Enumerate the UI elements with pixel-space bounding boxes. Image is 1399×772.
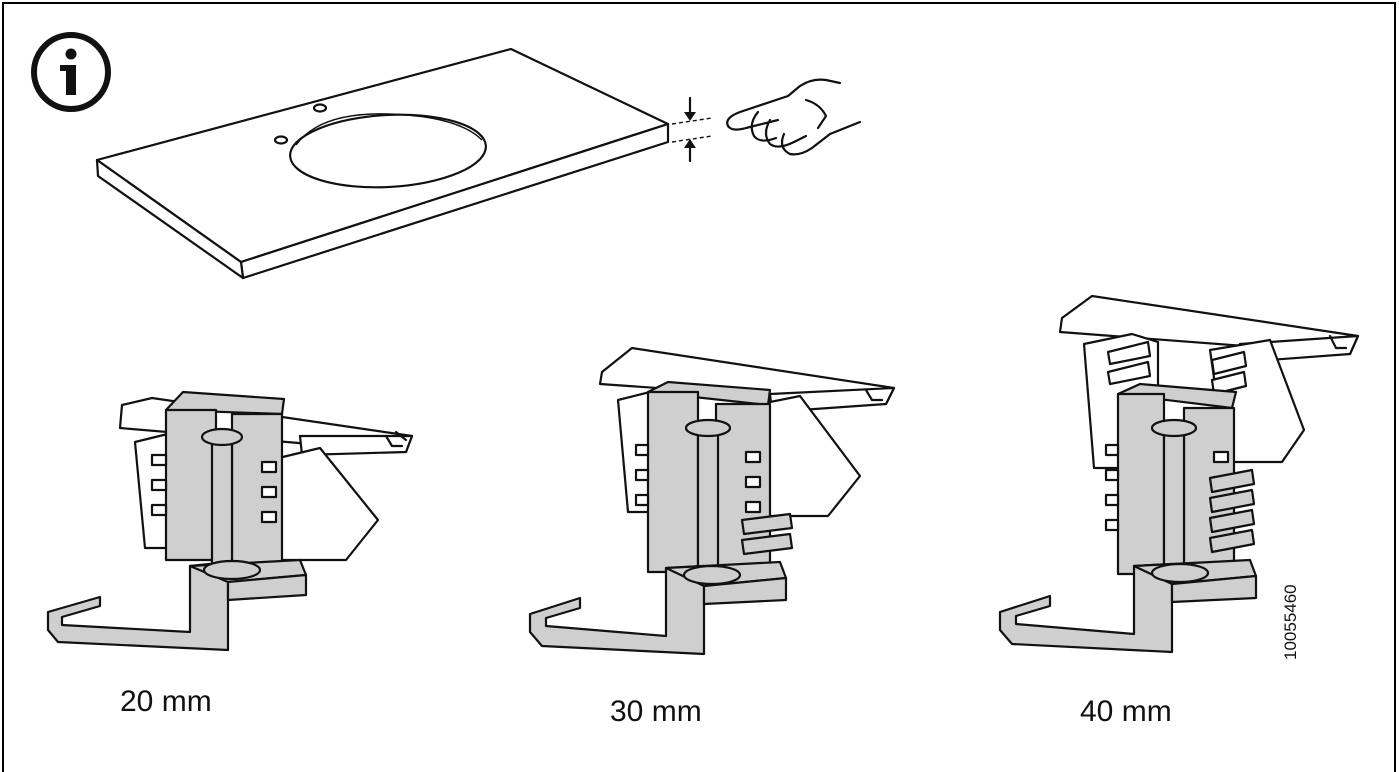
clip-30mm-illustration (528, 346, 896, 656)
info-icon (31, 32, 111, 112)
pointing-hand-icon (726, 78, 862, 156)
clip-20mm-illustration (46, 390, 414, 652)
article-number: 10055460 (1281, 584, 1300, 660)
caption-20mm: 20 mm (120, 685, 212, 718)
caption-40mm: 40 mm (1080, 695, 1172, 728)
countertop-illustration (95, 47, 713, 280)
caption-30mm: 30 mm (610, 695, 702, 728)
clip-40mm-illustration (998, 294, 1360, 654)
